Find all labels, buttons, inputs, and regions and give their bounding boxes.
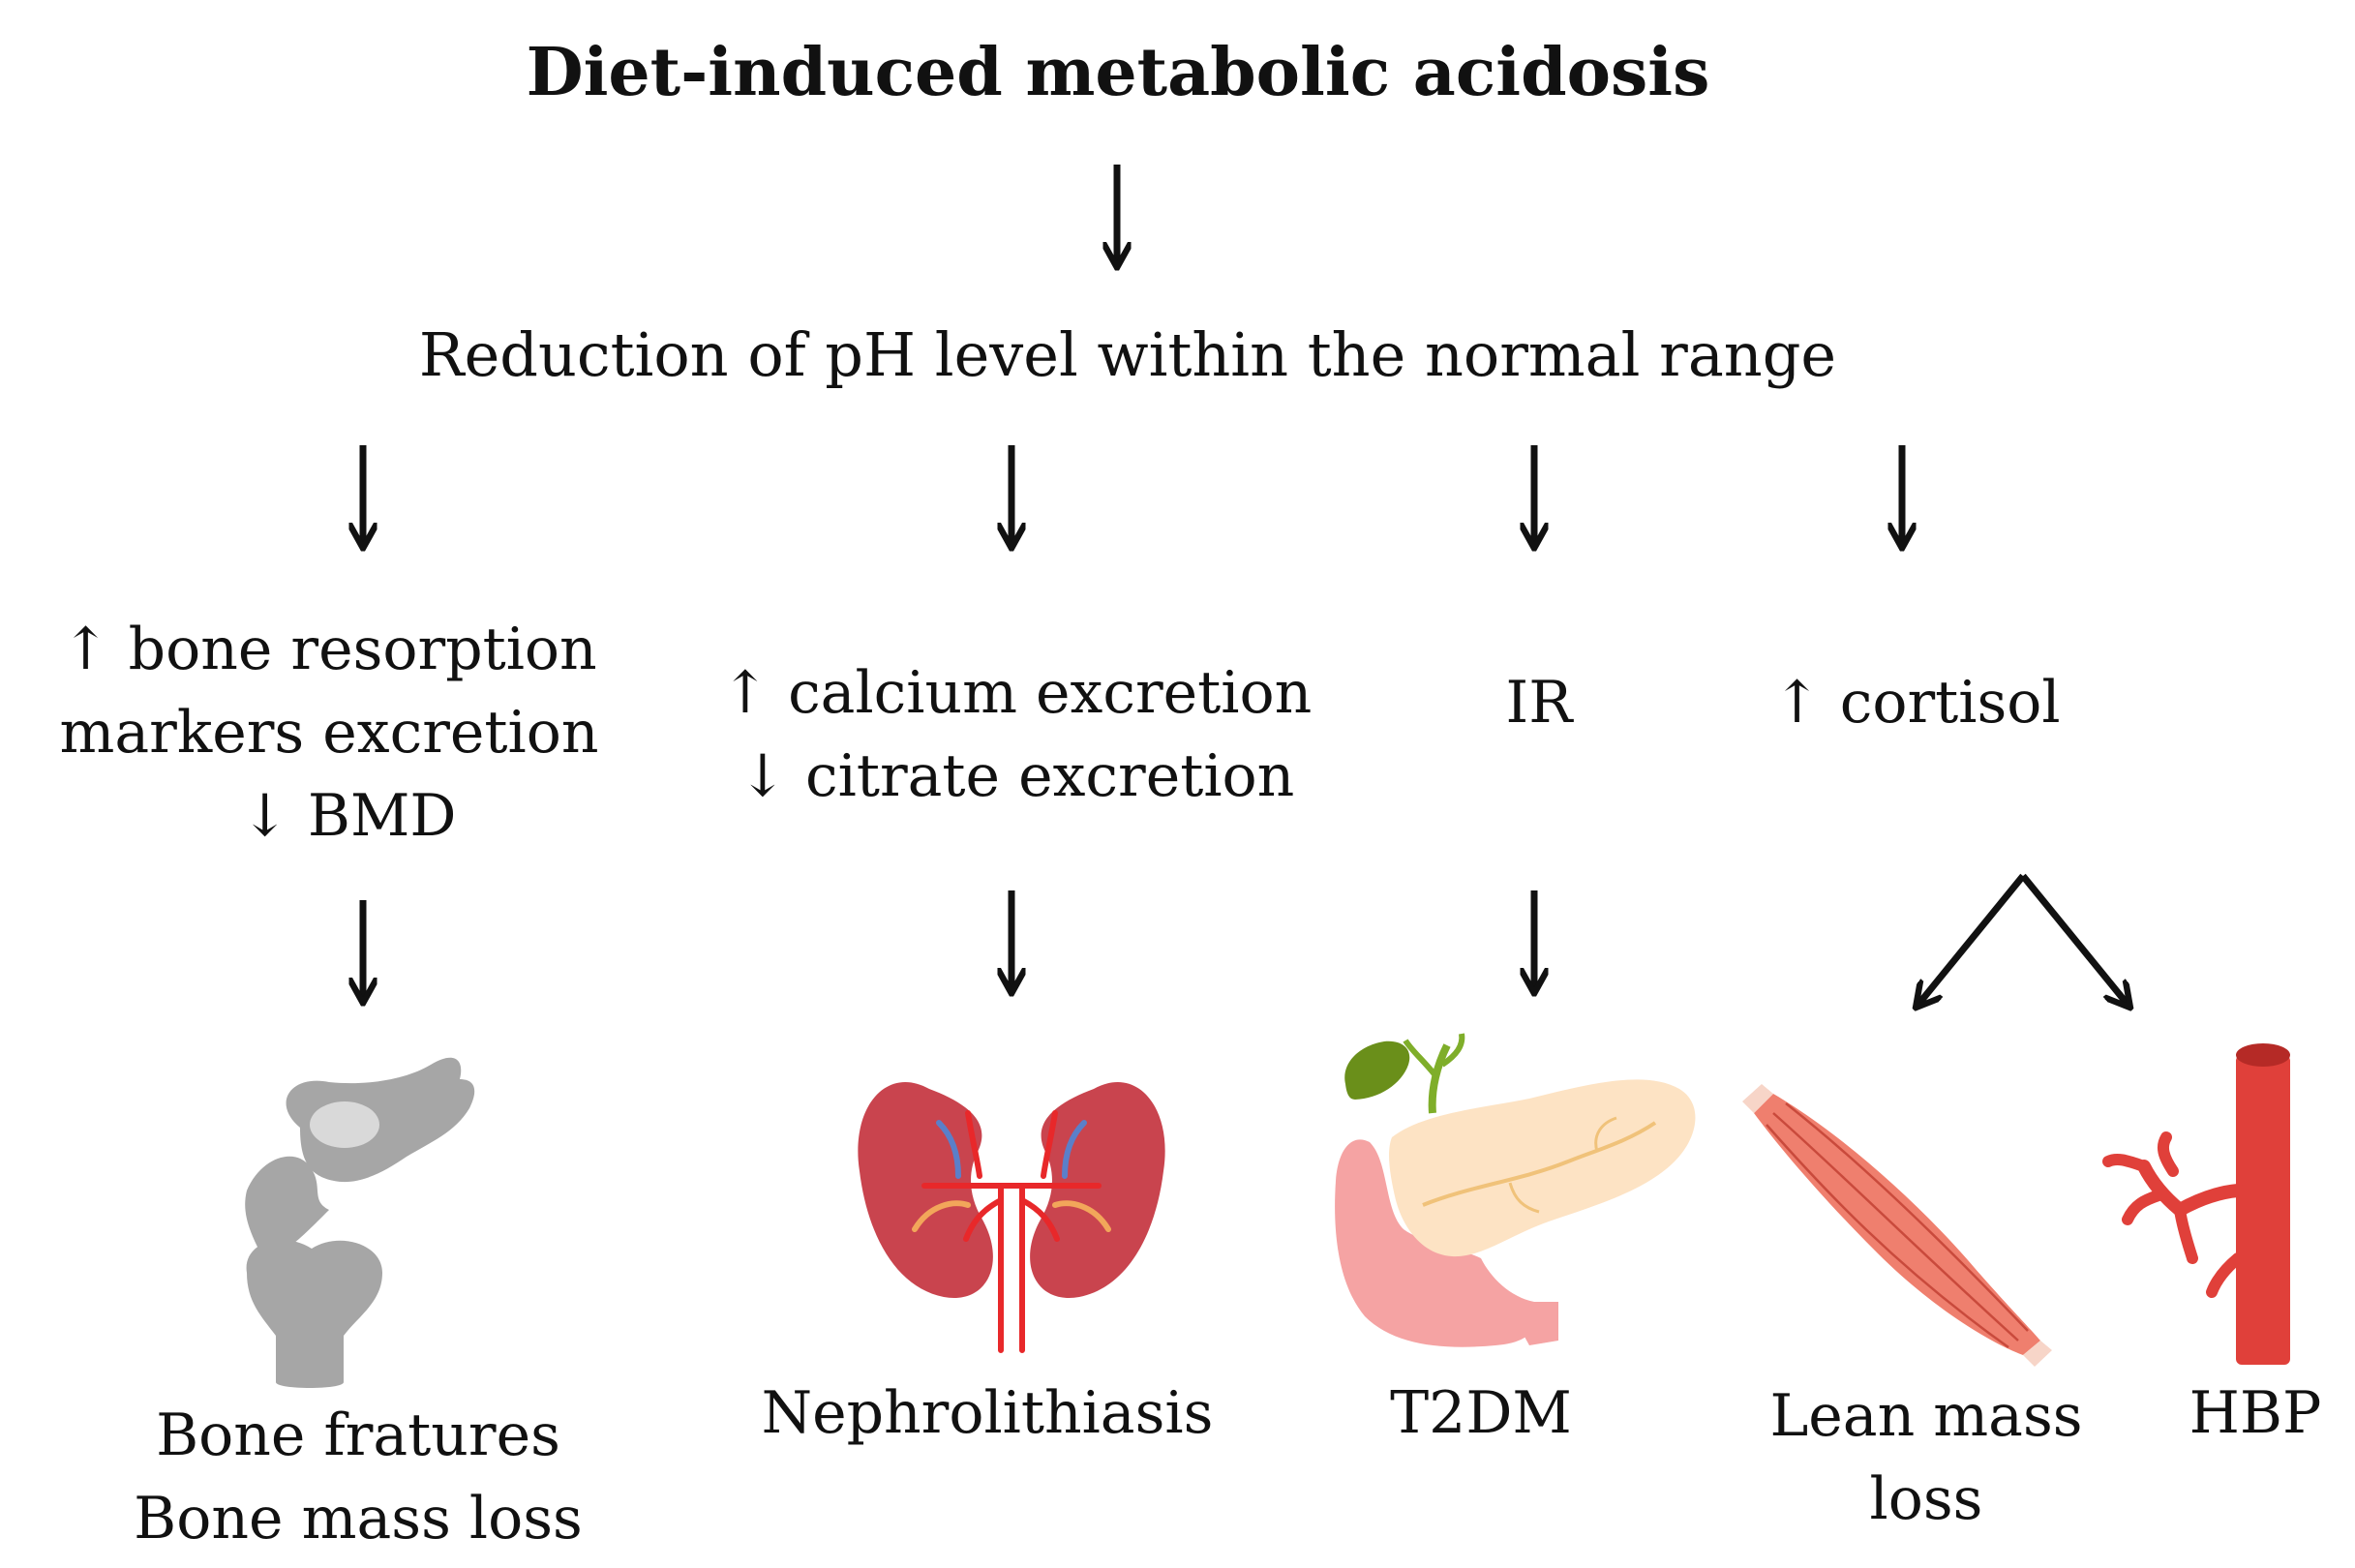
outcome-lean-mass-line: loss [1869, 1465, 1983, 1533]
arrow-cortisol-to-lean-mass [1917, 873, 2026, 1007]
effect-ir-line: IR [1505, 669, 1573, 737]
bone-joint-icon [245, 1057, 475, 1388]
muscle-icon [1742, 1084, 2052, 1367]
effect-bone-line: ↑ bone resorption [61, 616, 597, 683]
ph-reduction-step: Reduction of pH level within the normal … [418, 319, 1837, 390]
effect-bone-line: ↓ BMD [240, 782, 457, 850]
effect-kidney: ↑ calcium excretion ↓ citrate excretion [697, 651, 1336, 818]
arrow-cortisol-to-hbp [2020, 873, 2129, 1007]
effect-bone-line: markers excretion [59, 699, 599, 767]
effect-cortisol-line: ↑ cortisol [1772, 669, 2061, 737]
outcome-hbp: HBP [2168, 1374, 2342, 1453]
outcome-lean-mass-line: Lean mass [1769, 1382, 2083, 1450]
blood-vessel-icon [2102, 1043, 2290, 1365]
effect-kidney-line: ↓ citrate excretion [738, 742, 1295, 810]
outcome-t2dm-line: T2DM [1390, 1379, 1572, 1447]
outcome-bone-line: Bone fratures [156, 1402, 560, 1469]
kidney-icon [858, 1081, 1165, 1353]
pancreas-icon [1335, 1033, 1696, 1347]
outcome-bone-line: Bone mass loss [134, 1485, 583, 1553]
effect-cortisol: ↑ cortisol [1742, 664, 2091, 742]
effect-ir: IR [1413, 664, 1665, 742]
outcome-lean-mass: Lean mass loss [1733, 1374, 2120, 1541]
outcome-bone: Bone fratures Bone mass loss [58, 1394, 658, 1560]
outcome-nephrolithiasis: Nephrolithiasis [678, 1374, 1297, 1453]
outcome-t2dm: T2DM [1336, 1374, 1626, 1453]
diagram-title: Diet-induced metabolic acidosis [526, 34, 1710, 111]
outcome-nephrolithiasis-line: Nephrolithiasis [761, 1379, 1214, 1447]
effect-bone: ↑ bone resorption markers excretion ↓ BM… [19, 608, 639, 858]
effect-kidney-line: ↑ calcium excretion [720, 659, 1313, 727]
outcome-hbp-line: HBP [2189, 1379, 2322, 1447]
